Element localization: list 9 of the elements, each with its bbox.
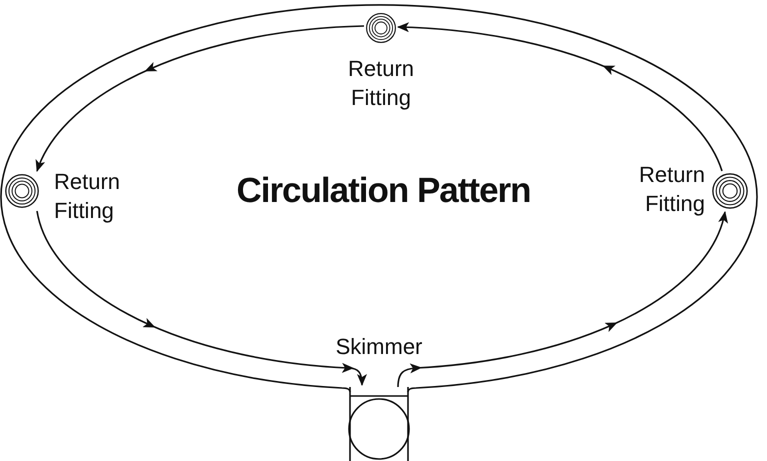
diagram-title: Circulation Pattern	[235, 170, 532, 212]
flow-arrow	[36, 210, 367, 386]
skimmer-label: Skimmer	[336, 333, 422, 361]
fitting-label: Return Fitting	[638, 161, 705, 218]
flow-arrow	[397, 211, 728, 388]
fitting-label: Return Fitting	[346, 55, 416, 112]
flow-arrow	[397, 22, 723, 172]
flow-arrow	[36, 25, 364, 172]
fitting-label: Return Fitting	[54, 168, 122, 225]
